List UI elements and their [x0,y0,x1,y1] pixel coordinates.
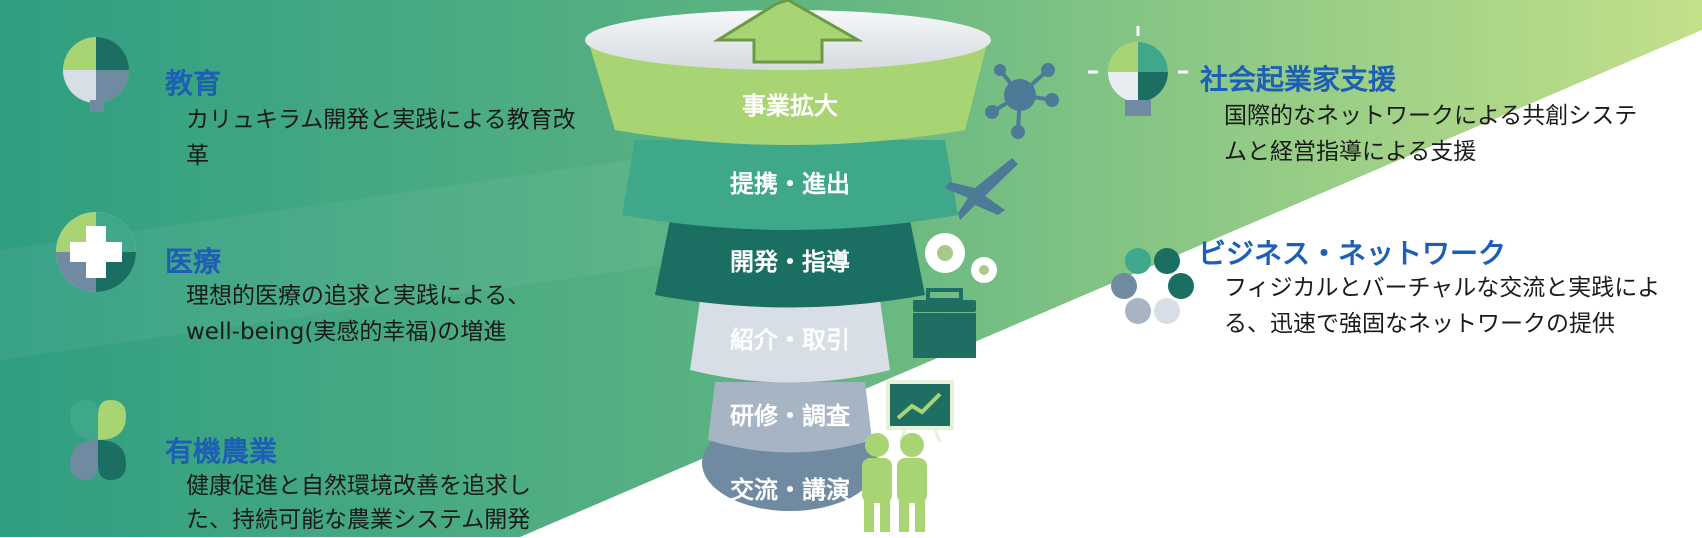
category-desc-line: 国際的なネットワークによる共創システ [1224,103,1638,129]
clover-icon [70,400,126,480]
category-title-social-entrepreneur: 社会起業家支援 [1200,63,1397,96]
funnel-tier-label: 開発・指導 [730,248,850,276]
funnel-tier-label: 交流・講演 [730,476,850,504]
gears-icon [925,233,997,283]
people-icon [862,433,927,532]
funnel-tier-2 [655,220,925,308]
category-desc-line: well-being(実感的幸福)の増進 [186,319,507,345]
funnel-tier-1 [622,140,958,230]
airplane-icon [945,158,1018,220]
category-title-medical: 医療 [165,245,222,278]
category-desc-line: 革 [186,143,209,169]
category-desc-line: る、迅速で強固なネットワークの提供 [1224,311,1615,337]
category-desc-line: カリュキラム開発と実践による教育改 [186,107,576,133]
network-nodes-icon [985,63,1059,139]
category-title-education: 教育 [165,67,222,100]
category-desc-line: 健康促進と自然環境改善を追求し [186,473,531,499]
funnel-tier-0 [588,40,988,145]
background-stripe [0,150,700,360]
funnel-tier-label: 紹介・取引 [730,326,850,354]
medical-cross-icon [56,212,136,292]
funnel [585,0,991,511]
category-title-organic-farming: 有機農業 [165,435,278,468]
category-desc-line: 理想的医療の追求と実践による、 [186,283,531,309]
funnel-tier-3 [690,300,890,383]
lightbulb-icon [1088,26,1188,116]
category-desc-line: ムと経営指導による支援 [1224,139,1477,165]
category-title-business-network: ビジネス・ネットワーク [1198,237,1507,270]
funnel-tier-label: 提携・進出 [730,170,850,198]
funnel-tier-4 [708,382,872,453]
category-desc-line: た、持続可能な農業システム開発 [186,507,531,533]
category-desc-line: フィジカルとバーチャルな交流と実践によ [1224,275,1661,301]
chart-board-icon [886,380,954,443]
funnel-tier-label: 研修・調査 [730,402,850,430]
puzzle-head-icon [63,37,129,112]
up-arrow-icon [712,0,864,64]
funnel-tier-label: 事業拡大 [742,92,838,120]
briefcase-icon [913,288,976,358]
hexagon-network-icon [1111,248,1194,324]
